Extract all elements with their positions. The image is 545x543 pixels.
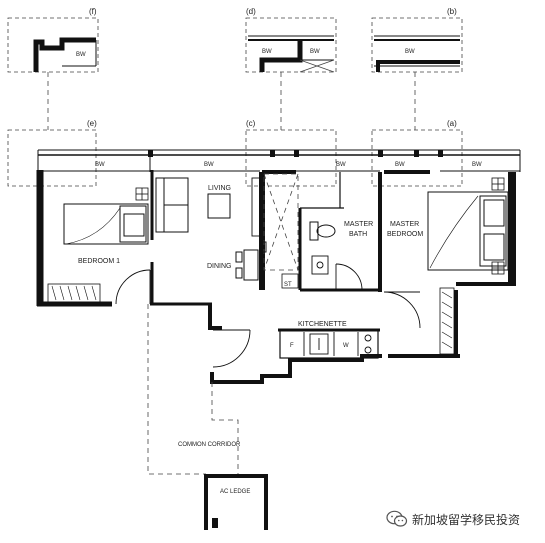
bw-label-5: BW <box>472 162 482 168</box>
bw-label-3: BW <box>336 162 346 168</box>
basin <box>311 255 329 275</box>
detail-box-e <box>7 129 97 187</box>
store-cabinet <box>281 273 299 289</box>
doors <box>115 263 421 368</box>
label-washer: W <box>343 343 349 349</box>
sofa-living <box>155 177 189 233</box>
bed-bedroom1 <box>63 203 149 245</box>
bw-label-d2: BW <box>310 49 320 55</box>
label-fridge: F <box>290 343 294 349</box>
callout-a: (a) <box>447 119 457 128</box>
label-ac-ledge: AC LEDGE <box>220 489 250 495</box>
kitchen-appliances <box>303 332 372 356</box>
bw-label-4: BW <box>395 162 405 168</box>
callout-d: (d) <box>246 7 256 16</box>
bw-label-f: BW <box>76 52 86 58</box>
coffee-table <box>207 193 231 219</box>
bay-window-columns <box>148 150 443 157</box>
toilet <box>309 221 336 241</box>
detail-box-d <box>245 17 337 73</box>
callout-f: (f) <box>89 7 97 16</box>
wardrobe-bedroom1 <box>47 283 101 303</box>
label-master-bedroom-1: MASTER <box>390 221 419 228</box>
detail-box-c <box>245 129 337 187</box>
label-master-bedroom-2: BEDROOM <box>387 231 423 238</box>
watermark: 新加坡留学移民投资 <box>386 508 520 530</box>
connector-lines <box>47 72 416 130</box>
wardrobe-master <box>439 287 455 355</box>
bed-master <box>427 191 509 271</box>
nightstand-master-top <box>491 177 505 191</box>
exterior-walls <box>36 170 516 384</box>
callout-b: (b) <box>447 7 457 16</box>
nightstand-master-bottom <box>491 261 505 275</box>
label-common-corridor: COMMON CORRIDOR <box>178 442 241 448</box>
label-bedroom1: BEDROOM 1 <box>78 258 120 265</box>
label-kitchenette: KITCHENETTE <box>298 321 347 328</box>
ac-ledge <box>204 474 268 530</box>
dining-set <box>235 241 267 281</box>
watermark-text: 新加坡留学移民投资 <box>412 512 521 527</box>
dashed-outlines <box>147 173 299 475</box>
label-store: ST <box>284 282 292 288</box>
bw-label-b: BW <box>405 49 415 55</box>
bw-label-1: BW <box>95 162 105 168</box>
tv-console <box>251 177 261 237</box>
callout-e: (e) <box>87 119 97 128</box>
nightstand-bedroom1 <box>135 187 149 201</box>
bay-window-strip <box>37 149 521 172</box>
interior-walls <box>150 170 382 359</box>
detail-box-b <box>371 17 463 73</box>
label-living: LIVING <box>208 185 231 192</box>
detail-box-f <box>7 17 99 73</box>
bw-label-2: BW <box>204 162 214 168</box>
bw-label-d1: BW <box>262 49 272 55</box>
label-master-bath-2: BATH <box>349 231 367 238</box>
callout-c: (c) <box>246 119 256 128</box>
label-dining: DINING <box>207 263 232 270</box>
detail-box-a <box>371 129 463 187</box>
wechat-icon <box>386 510 408 527</box>
label-master-bath-1: MASTER <box>344 221 373 228</box>
